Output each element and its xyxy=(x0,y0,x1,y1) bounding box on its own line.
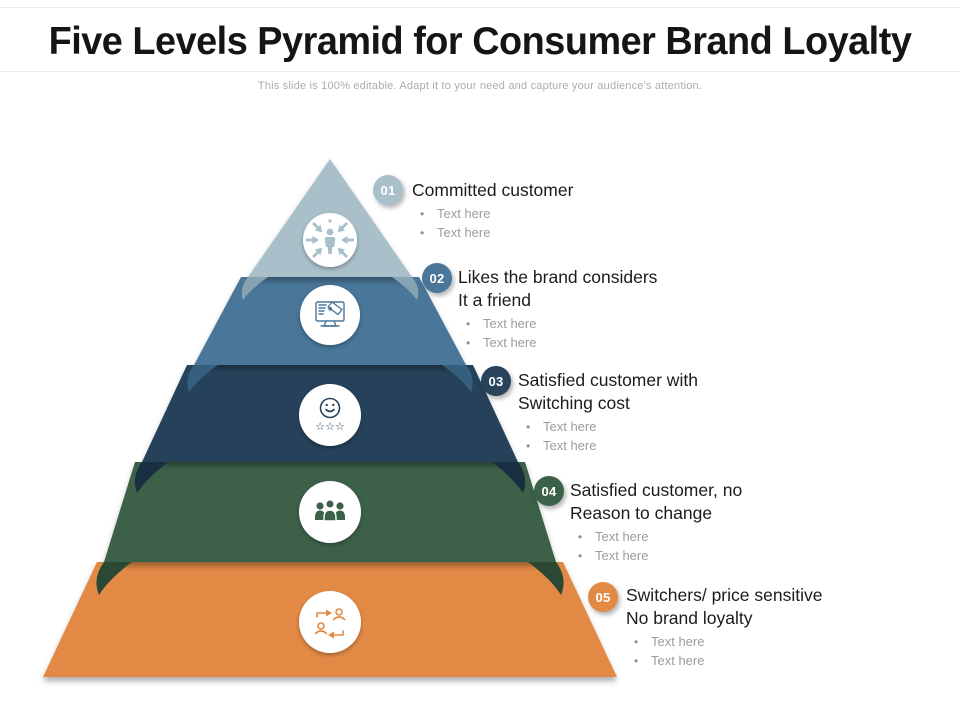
level-5-text-block: Switchers/ price sensitive No brand loya… xyxy=(626,584,822,670)
level-title: Committed customer xyxy=(412,180,574,200)
fold-flaps xyxy=(96,277,564,595)
bullet-dot: • xyxy=(466,317,471,331)
level-4-text-block: Satisfied customer, no Reason to change … xyxy=(570,479,742,565)
smiley-rating-stars-icon: ☆☆☆ xyxy=(315,397,345,433)
bullet-item: •Text here xyxy=(412,224,573,243)
level-title: Satisfied customer with xyxy=(518,370,698,390)
level-4-number-badge: 04 xyxy=(534,476,564,506)
bullet-dot: • xyxy=(634,653,639,668)
level-1-text-block: Committed customer •Text here •Text here xyxy=(412,179,573,242)
level-title: Satisfied customer, no xyxy=(570,480,743,500)
icon-circle xyxy=(299,384,361,446)
icon-circle xyxy=(300,285,360,345)
bullet-dot: • xyxy=(526,438,531,453)
people-swap-arrows-icon xyxy=(314,608,346,639)
level-title: Switchers/ price sensitive xyxy=(626,585,823,605)
title-divider xyxy=(0,71,960,72)
person-converging-arrows-icon xyxy=(306,219,354,260)
people-group-icon xyxy=(315,499,345,522)
level-3-text-block: Satisfied customer with Switching cost •… xyxy=(518,369,698,455)
monitor-price-tag-icon xyxy=(315,301,345,327)
slide-subtitle: This slide is 100% editable. Adapt it to… xyxy=(257,80,703,92)
bullet-item: •Text here xyxy=(626,652,822,671)
icon-circle xyxy=(299,591,361,653)
level-3-number-badge: 03 xyxy=(481,366,511,396)
bullet-item: •Text here xyxy=(458,315,657,334)
level-2-text-block: Likes the brand considers It a friend •T… xyxy=(458,266,657,352)
bullet-dot: • xyxy=(526,420,531,434)
top-divider xyxy=(0,7,960,8)
level-1-number-badge: 01 xyxy=(373,175,403,205)
bullet-item: •Text here xyxy=(412,205,573,224)
bullet-item: •Text here xyxy=(518,437,698,456)
svg-text:☆☆☆: ☆☆☆ xyxy=(315,420,345,433)
bullet-dot: • xyxy=(634,635,639,649)
bullet-item: •Text here xyxy=(458,334,657,353)
pyramid-diagram: ☆☆☆ xyxy=(20,150,640,690)
level-title: Switching cost xyxy=(518,393,630,413)
bullet-dot: • xyxy=(466,335,471,350)
level-2-number-badge: 02 xyxy=(422,263,452,293)
bullet-dot: • xyxy=(420,207,425,221)
level-5-number-badge: 05 xyxy=(588,582,618,612)
page-title: Five Levels Pyramid for Consumer Brand L… xyxy=(48,20,912,63)
bullet-item: •Text here xyxy=(626,633,822,652)
bullet-item: •Text here xyxy=(518,418,698,437)
level-title: Reason to change xyxy=(570,503,713,523)
bullet-dot: • xyxy=(578,548,583,563)
level-title: No brand loyalty xyxy=(626,608,753,628)
bullet-item: •Text here xyxy=(570,547,742,566)
bullet-dot: • xyxy=(578,530,583,544)
level-title: Likes the brand considers xyxy=(458,267,658,287)
level-title: It a friend xyxy=(458,290,531,310)
bullet-item: •Text here xyxy=(570,528,742,547)
bullet-dot: • xyxy=(420,225,425,240)
